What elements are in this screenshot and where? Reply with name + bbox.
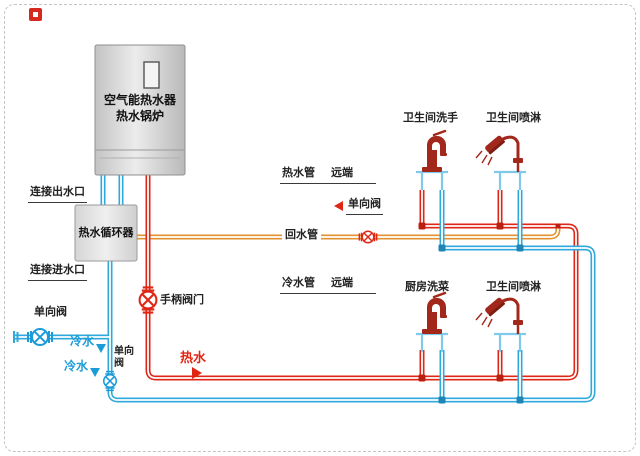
hot-water-label: 热水	[180, 350, 207, 365]
return-check-valve	[358, 230, 378, 244]
kitchen-sink-label: 厨房洗菜	[405, 281, 449, 293]
hot-pipe-name: 热水管	[282, 167, 315, 179]
heater-name-line2: 热水锅炉	[115, 109, 164, 124]
hot-flow-arrow	[192, 367, 202, 379]
pipe-fittings	[418, 222, 561, 404]
heater-display	[143, 61, 160, 89]
circulator-unit	[74, 204, 138, 262]
riser-check-valve	[102, 370, 118, 392]
handle-valve	[138, 286, 158, 314]
cold-pipe-far-end: 远端	[331, 277, 353, 289]
supply-flange	[13, 331, 19, 343]
handle-valve-label: 手柄阀门	[160, 294, 204, 306]
hot-pipe-label: 热水管 远端	[280, 167, 376, 185]
cold-pipe-label: 冷水管 远端	[280, 277, 376, 295]
return-pipe	[136, 226, 561, 240]
cold-flow-arrow-lower	[90, 368, 100, 377]
cold-water-label-lower: 冷水	[64, 359, 89, 373]
return-check-valve-label: 单向阀	[346, 198, 383, 216]
cold-pipe-network	[13, 170, 596, 403]
return-pipe-label: 回水管	[282, 229, 321, 243]
bathroom-shower-bottom-label: 卫生间喷淋	[486, 281, 541, 293]
bathroom-sink-faucet-icon	[414, 129, 450, 192]
inlet-connection-label: 连接进水口	[28, 264, 87, 282]
inlet-check-valve-label: 单向阀	[34, 306, 67, 318]
watermark-logo	[29, 8, 42, 21]
bathroom-shower-top-label: 卫生间喷淋	[486, 112, 541, 124]
heater-name: 空气能热水器 热水锅炉	[95, 92, 185, 124]
inlet-check-valve	[27, 328, 53, 346]
bathroom-shower-bottom-icon	[474, 295, 528, 354]
bathroom-shower-top-icon	[474, 133, 528, 192]
hot-pipe-far-end: 远端	[331, 167, 353, 179]
bathroom-sink-label: 卫生间洗手	[403, 112, 458, 124]
cold-pipe-name: 冷水管	[282, 277, 315, 289]
kitchen-sink-faucet-icon	[414, 291, 450, 354]
return-flow-arrow	[334, 201, 343, 211]
hot-pipe-network	[145, 170, 579, 381]
cold-water-label-upper: 冷水	[70, 334, 95, 348]
heater-name-line1: 空气能热水器	[103, 93, 176, 107]
cold-flow-arrow-upper	[96, 344, 106, 353]
outlet-connection-label: 连接出水口	[28, 186, 87, 204]
circulator-name: 热水循环器	[78, 227, 134, 239]
riser-check-valve-label: 单向阀	[114, 346, 134, 369]
water-heater	[94, 44, 186, 176]
